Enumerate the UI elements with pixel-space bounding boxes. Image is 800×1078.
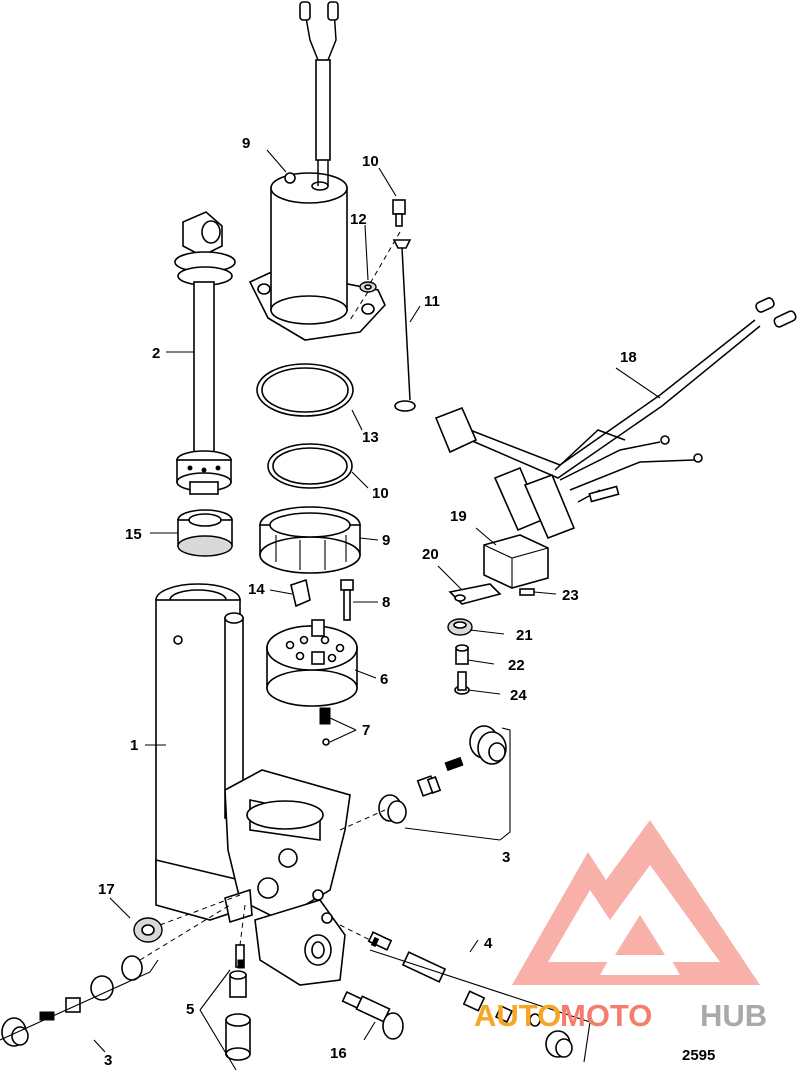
- callout-25: 23: [562, 587, 579, 604]
- callout-6: 6: [380, 671, 388, 688]
- part-26-screw: [454, 671, 470, 695]
- watermark-hub: HUB: [700, 998, 767, 1033]
- callout-4: 4: [484, 935, 493, 952]
- part-14-washer: [359, 281, 377, 293]
- part-21-relay: [483, 534, 549, 589]
- callout-15: 13: [362, 429, 379, 446]
- part-23-grommet: [447, 618, 473, 636]
- part-9-filter: [259, 506, 361, 574]
- part-4-valve-assembly: [367, 931, 573, 1058]
- watermark-logo: [512, 820, 760, 985]
- part-12-screw: [392, 199, 406, 227]
- part-22-bracket: [448, 583, 502, 605]
- watermark-moto: MOTO: [560, 998, 652, 1033]
- part-24-bushing: [455, 644, 469, 665]
- part-5-fitting: [225, 944, 251, 1061]
- part-20-harness: [434, 297, 797, 540]
- callout-13: 11: [424, 293, 440, 310]
- part-6-pump: [266, 619, 358, 707]
- part-16-clip: [290, 578, 311, 608]
- callout-12: 10: [362, 153, 379, 170]
- part-25-pin: [519, 588, 535, 596]
- callout-16: 14: [248, 581, 265, 598]
- callout-8: 8: [382, 594, 390, 611]
- part-15-o-ring: [256, 363, 354, 417]
- callout-1: 1: [130, 737, 138, 754]
- callout-18: 16: [330, 1045, 347, 1062]
- watermark-auto: AUTO: [474, 998, 561, 1033]
- callout-11: 9: [242, 135, 250, 152]
- callout-20: 18: [620, 349, 637, 366]
- callout-21: 19: [450, 508, 467, 525]
- leader-lines: [0, 149, 661, 1071]
- callout-14: 12: [350, 211, 367, 228]
- figure-number: 2595: [682, 1047, 715, 1064]
- callout-7: 7: [362, 722, 370, 739]
- callout-17: 15: [125, 526, 142, 543]
- manifold-body: [224, 769, 351, 986]
- part-2-piston-rod: [174, 211, 236, 495]
- part-19-cap: [133, 917, 163, 943]
- callout-3-left: 3: [104, 1052, 112, 1069]
- part-10-o-ring: [267, 443, 353, 489]
- callout-5: 5: [186, 1001, 194, 1018]
- part-7-spring-ball: [319, 707, 331, 746]
- callout-19: 17: [98, 881, 115, 898]
- part-3-valve-left: [1, 955, 143, 1047]
- callout-26: 24: [510, 687, 527, 704]
- callout-labels: 2 9 10 12 11 13 10 9 8 14 6 7 15 1 18 19…: [98, 135, 715, 1069]
- watermark-text: AUTO MOTO HUB: [474, 998, 767, 1033]
- callout-3-right: 3: [502, 849, 510, 866]
- callout-10: 10: [372, 485, 389, 502]
- part-13-ground-strap: [392, 239, 416, 412]
- part-3-valve-right: [378, 725, 507, 824]
- callout-9: 9: [382, 532, 390, 549]
- part-17-seal: [177, 509, 233, 557]
- callout-23: 21: [516, 627, 533, 644]
- callout-2: 2: [152, 345, 160, 362]
- part-1-cylinder: [155, 583, 244, 921]
- motor-wires: [299, 1, 339, 186]
- callout-22: 20: [422, 546, 439, 563]
- part-11-motor: [248, 172, 386, 341]
- callout-24: 22: [508, 657, 525, 674]
- part-18-valve: [341, 991, 404, 1040]
- part-8-bolt: [340, 579, 354, 621]
